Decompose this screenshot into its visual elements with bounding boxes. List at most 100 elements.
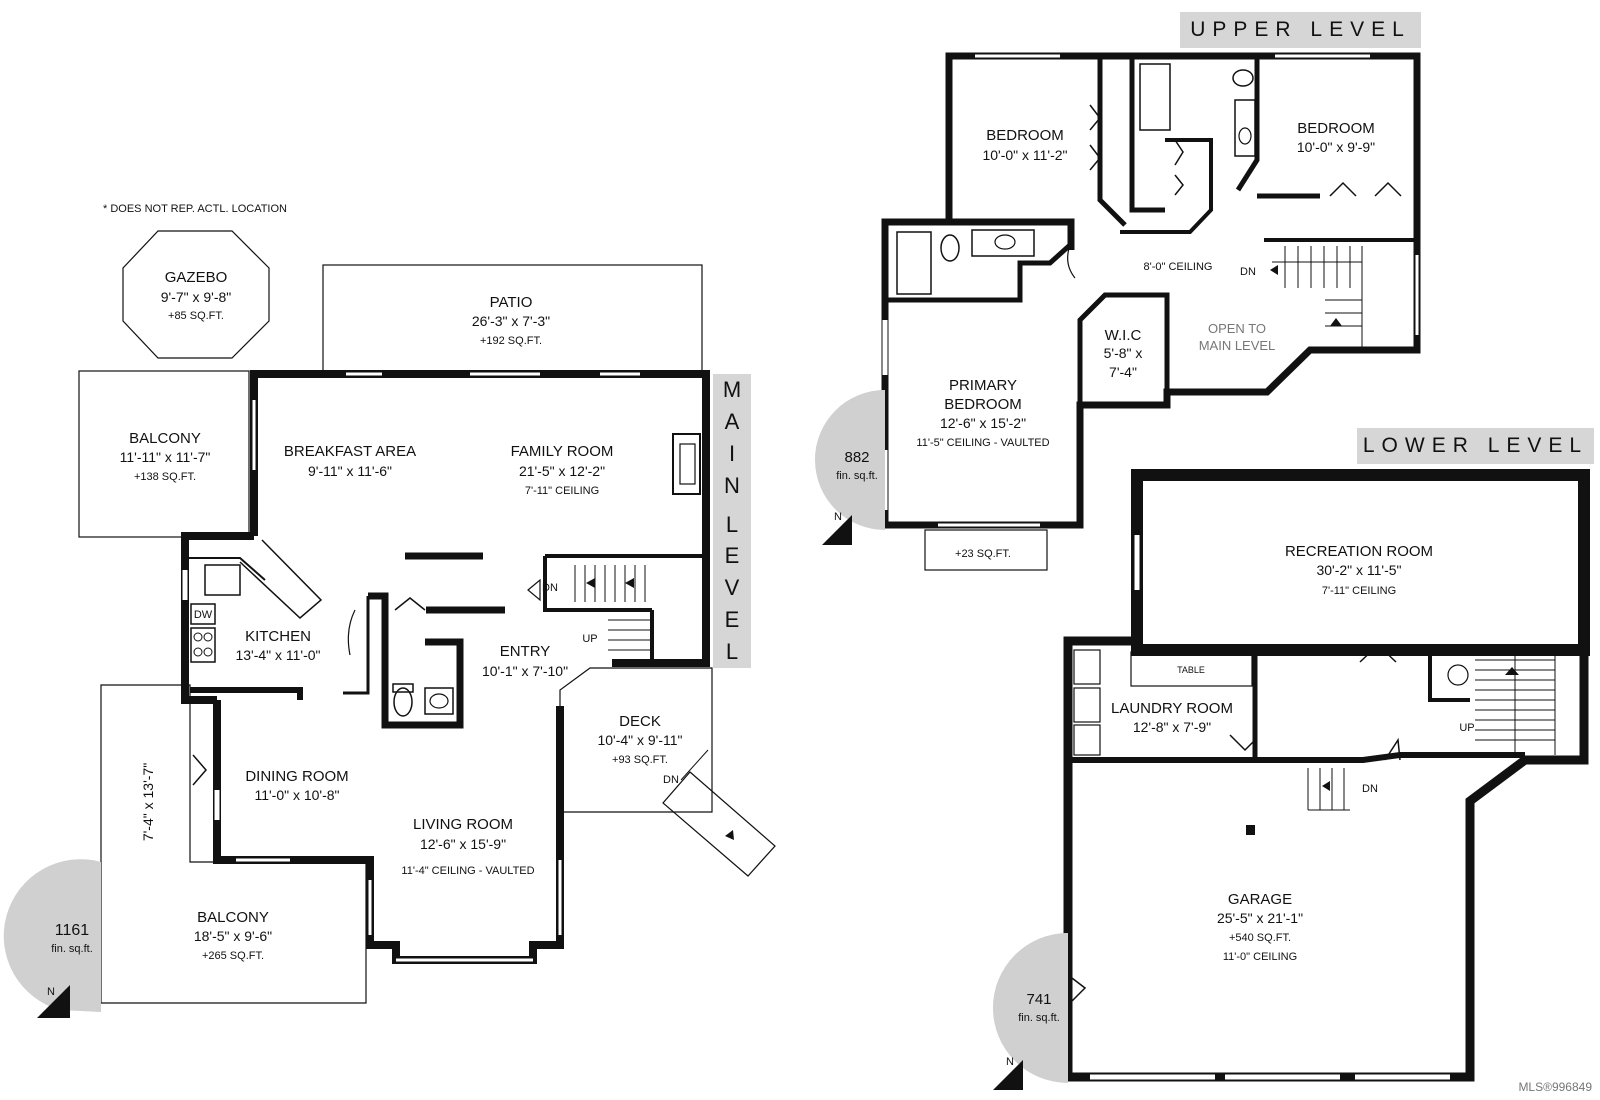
area-badge-lower (993, 933, 1068, 1090)
main-level-letter: A (724, 408, 740, 434)
area-badge-main (3, 859, 102, 1018)
balcony-bottom-side-dim: 7'-4" x 13'-7" (140, 763, 156, 841)
laundry-name: LAUNDRY ROOM (1111, 700, 1233, 717)
area-badge-upper (815, 390, 885, 545)
main-level-plan (78, 230, 776, 1004)
north-arrow (993, 1060, 1023, 1090)
balcony-bottom-name: BALCONY (197, 909, 269, 926)
north-upper: N (834, 511, 842, 523)
garage-name: GARAGE (1228, 891, 1292, 908)
living-dim: 12'-6" x 15'-9" (420, 836, 506, 852)
upper-level-tag: UPPER LEVEL (1180, 12, 1421, 48)
main-level-tag: M A I N L E V E L (713, 374, 751, 668)
location-note: * DOES NOT REP. ACTL. LOCATION (103, 203, 287, 215)
garage-ceiling: 11'-0" CEILING (1223, 951, 1297, 963)
breakfast-dim: 9'-11" x 11'-6" (308, 463, 392, 479)
deck-outline (559, 667, 713, 813)
dining-dim: 11'-0" x 10'-8" (254, 787, 339, 803)
dining-name: DINING ROOM (245, 768, 348, 785)
stairs-dn-main: DN (542, 582, 558, 594)
balcony-top-outline (78, 370, 250, 538)
patio-dim: 26'-3" x 7'-3" (472, 313, 550, 329)
patio-name: PATIO (490, 294, 533, 311)
kitchen-dim: 13'-4" x 11'-0" (235, 647, 320, 663)
wic-dim2: 7'-4" (1109, 364, 1137, 380)
bay-extra: +23 SQ.FT. (955, 548, 1011, 560)
balcony-top-name: BALCONY (129, 430, 201, 447)
deck-stairs-dn: DN (663, 774, 679, 786)
lower-level-plan (1063, 469, 1590, 1082)
wic-name: W.I.C (1105, 327, 1142, 344)
stairs-up-lower: UP (1459, 722, 1474, 734)
area-upper-unit: fin. sq.ft. (836, 470, 878, 482)
patio-extra: +192 SQ.FT. (480, 335, 542, 347)
entry-dim: 10'-1" x 7'-10" (482, 663, 568, 679)
lower-level-tag: LOWER LEVEL (1357, 428, 1594, 464)
mls-number: MLS®996849 (1518, 1080, 1592, 1094)
balcony-bottom-extra: +265 SQ.FT. (202, 950, 264, 962)
kitchen-name: KITCHEN (245, 628, 311, 645)
family-extra: 7'-11" CEILING (525, 485, 599, 497)
recreation-dim: 30'-2" x 11'-5" (1316, 562, 1401, 578)
laundry-table: TABLE (1177, 665, 1205, 675)
bedroom-right-name: BEDROOM (1297, 120, 1375, 137)
area-lower-unit: fin. sq.ft. (1018, 1012, 1060, 1024)
breakfast-name: BREAKFAST AREA (284, 443, 416, 460)
deck-name: DECK (619, 713, 661, 730)
area-main-unit: fin. sq.ft. (51, 943, 93, 955)
stairs-dn-lower: DN (1362, 783, 1378, 795)
recreation-extra: 7'-11" CEILING (1322, 585, 1396, 597)
main-level-letter: L (725, 511, 739, 537)
main-level-letter: E (724, 543, 740, 569)
deck-extra: +93 SQ.FT. (612, 754, 668, 766)
living-extra: 11'-4" CEILING - VAULTED (401, 865, 534, 877)
main-level-letter: I (728, 440, 736, 466)
hall-ceiling: 8'-0" CEILING (1144, 261, 1213, 273)
primary-dim: 12'-6" x 15'-2" (940, 415, 1026, 431)
bedroom-right-dim: 10'-0" x 9'-9" (1297, 139, 1375, 155)
open-to-line2: MAIN LEVEL (1199, 338, 1276, 353)
balcony-bottom-dim: 18'-5" x 9'-6" (194, 928, 272, 944)
main-level-letter: E (724, 607, 740, 633)
main-level-letter: M (722, 377, 742, 402)
balcony-top-dim: 11'-11" x 11'-7" (120, 449, 211, 465)
bedroom-left-name: BEDROOM (986, 127, 1064, 144)
stairs-up-main: UP (582, 633, 597, 645)
living-name: LIVING ROOM (413, 816, 513, 833)
gazebo-name: GAZEBO (165, 269, 228, 286)
main-level-letter: V (724, 575, 740, 601)
bedroom-left-dim: 10'-0" x 11'-2" (982, 147, 1067, 163)
open-to-line1: OPEN TO (1208, 321, 1266, 336)
upper-bay (924, 529, 1048, 571)
north-arrow (37, 985, 70, 1018)
gazebo-dim: 9'-7" x 9'-8" (161, 289, 232, 305)
gazebo-extra: +85 SQ.FT. (168, 310, 224, 322)
area-main-value: 1161 (55, 922, 90, 939)
garage-extra: +540 SQ.FT. (1229, 932, 1291, 944)
area-lower-value: 741 (1026, 991, 1051, 1008)
balcony-top-extra: +138 SQ.FT. (134, 471, 196, 483)
main-level-letter: L (725, 639, 739, 665)
laundry-dim: 12'-8" x 7'-9" (1133, 719, 1211, 735)
gazebo-outline (122, 230, 270, 359)
primary-name1: PRIMARY (949, 377, 1017, 394)
north-arrow (822, 515, 852, 545)
dishwasher-label: DW (194, 609, 213, 621)
primary-extra: 11'-5" CEILING - VAULTED (916, 437, 1049, 449)
stairs-dn-upper: DN (1240, 266, 1256, 278)
recreation-name: RECREATION ROOM (1285, 543, 1433, 560)
family-name: FAMILY ROOM (511, 443, 614, 460)
family-dim: 21'-5" x 12'-2" (519, 463, 605, 479)
north-lower: N (1006, 1056, 1014, 1068)
north-main: N (47, 986, 55, 998)
area-upper-value: 882 (844, 449, 869, 466)
primary-name2: BEDROOM (944, 396, 1022, 413)
lower-exterior-wall (1063, 636, 1589, 1082)
labels: * DOES NOT REP. ACTL. LOCATION GAZEBO 9'… (47, 120, 1475, 1068)
entry-name: ENTRY (500, 643, 551, 660)
main-level-letter: N (724, 472, 740, 498)
deck-dim: 10'-4" x 9'-11" (597, 732, 682, 748)
garage-dim: 25'-5" x 21'-1" (1217, 910, 1303, 926)
wic-dim1: 5'-8" x (1104, 345, 1143, 361)
